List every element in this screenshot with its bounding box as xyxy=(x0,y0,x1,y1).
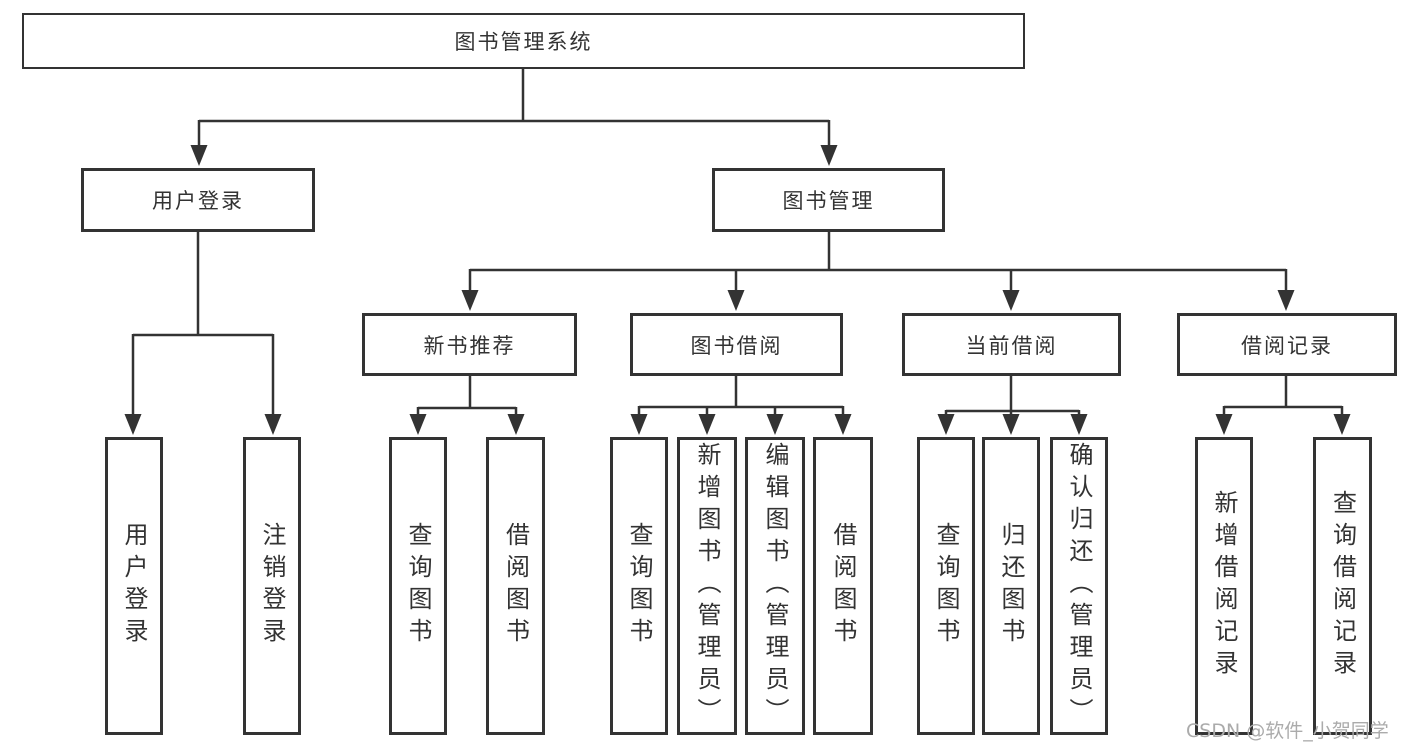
connector-borrow-records-to-leaves xyxy=(1222,375,1344,421)
node-library-management-system: 图书管理系统 xyxy=(22,13,1025,69)
arrowhead xyxy=(124,414,142,435)
arrowhead xyxy=(766,414,784,435)
arrowhead xyxy=(820,145,838,166)
node-book-borrowing: 图书借阅 xyxy=(630,313,843,376)
leaf-edit-book-admin: 编辑图书（管理员） xyxy=(745,437,805,735)
connector-user-login-to-leaves xyxy=(131,231,275,420)
arrowhead xyxy=(834,414,852,435)
leaf-add-borrow-record: 新增借阅记录 xyxy=(1195,437,1253,735)
leaf-logout: 注销登录 xyxy=(243,437,301,735)
leaf-borrow-books-recommend: 借阅图书 xyxy=(486,437,545,735)
leaf-confirm-return-admin: 确认归还（管理员） xyxy=(1050,437,1108,735)
arrowhead xyxy=(1070,414,1088,435)
arrowhead xyxy=(630,414,648,435)
leaf-user-login: 用户登录 xyxy=(105,437,163,735)
arrowhead xyxy=(727,290,745,311)
node-current-borrowing: 当前借阅 xyxy=(902,313,1121,376)
node-borrowing-records: 借阅记录 xyxy=(1177,313,1397,376)
node-book-management: 图书管理 xyxy=(712,168,945,232)
node-new-book-recommend: 新书推荐 xyxy=(362,313,577,376)
connector-book-borrow-to-leaves xyxy=(637,375,845,421)
arrowhead xyxy=(1002,414,1020,435)
leaf-borrow-books: 借阅图书 xyxy=(813,437,873,735)
connector-root-to-level2 xyxy=(197,67,831,150)
arrowhead xyxy=(937,414,955,435)
connector-new-book-to-leaves xyxy=(416,375,518,421)
arrowhead xyxy=(1333,414,1351,435)
leaf-query-books-recommend: 查询图书 xyxy=(389,437,447,735)
leaf-return-book: 归还图书 xyxy=(982,437,1040,735)
arrowhead xyxy=(698,414,716,435)
leaf-query-books-current: 查询图书 xyxy=(917,437,975,735)
leaf-query-borrow-record: 查询借阅记录 xyxy=(1313,437,1372,735)
arrowhead xyxy=(507,414,525,435)
arrowheads xyxy=(124,145,1351,435)
watermark: CSDN @软件_小贺同学 xyxy=(1186,720,1389,742)
arrowhead xyxy=(1277,290,1295,311)
arrowhead xyxy=(461,290,479,311)
arrowhead xyxy=(1002,290,1020,311)
leaf-query-books-borrow: 查询图书 xyxy=(610,437,668,735)
arrowhead xyxy=(409,414,427,435)
arrowhead xyxy=(264,414,282,435)
leaf-add-book-admin: 新增图书（管理员） xyxy=(677,437,737,735)
connector-book-mgmt-to-level3 xyxy=(468,231,1288,296)
node-user-login: 用户登录 xyxy=(81,168,315,232)
arrowhead xyxy=(190,145,208,166)
arrowhead xyxy=(1215,414,1233,435)
